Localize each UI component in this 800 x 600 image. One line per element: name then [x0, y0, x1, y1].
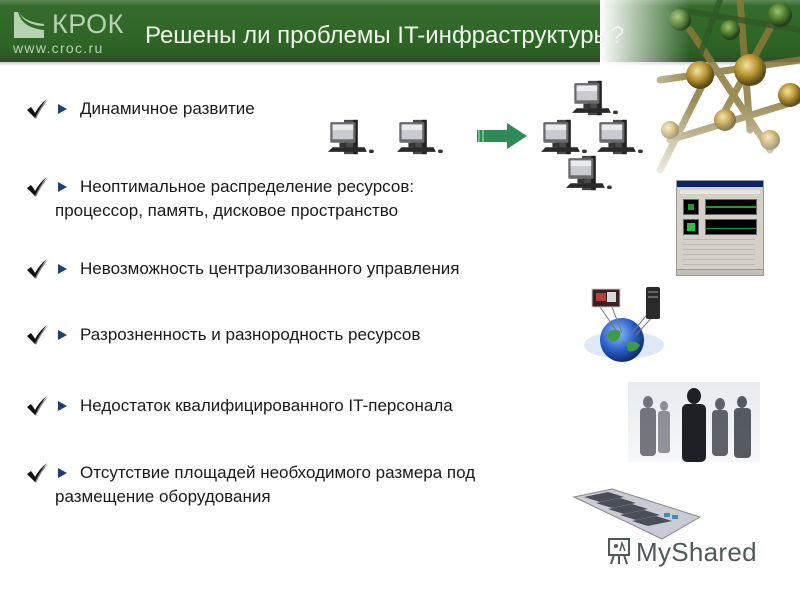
croc-logo-mark-icon	[14, 12, 44, 38]
computer-icon	[566, 155, 612, 191]
slide-title: Решены ли проблемы IT-инфраструктуры?	[145, 22, 625, 49]
checkmark-icon	[27, 325, 48, 345]
computer-icon	[572, 80, 618, 116]
myshared-logo-icon	[608, 538, 630, 565]
myshared-watermark: MyShared	[636, 537, 757, 567]
computer-network-illustration	[325, 115, 665, 190]
computer-icon	[397, 119, 443, 155]
bullet-text: Динамичное развитие	[80, 99, 255, 118]
computer-icon	[597, 119, 643, 155]
green-arrow-icon	[477, 123, 527, 149]
molecule-decoration-image	[600, 0, 800, 200]
computer-icon	[541, 119, 587, 155]
computer-icon	[328, 119, 374, 155]
bullet-text: Невозможность централизованного управлен…	[80, 259, 460, 278]
header-shadow	[0, 58, 800, 66]
triangle-bullet-icon	[58, 468, 67, 478]
checkmark-icon	[27, 463, 48, 483]
globe-network-illustration	[582, 285, 672, 365]
bullet-text: Разрозненность и разнородность ресурсов	[80, 325, 421, 344]
logo-text: КРОК	[52, 9, 124, 39]
bullet-text: Неоптимальное распределение ресурсов:	[80, 177, 415, 196]
bullet-text-continued: процессор, память, дисковое пространство	[55, 201, 399, 220]
croc-logo: КРОК www.croc.ru	[12, 8, 132, 58]
task-manager-screenshot	[676, 180, 764, 276]
logo-url: www.croc.ru	[13, 40, 104, 56]
business-people-photo	[628, 382, 760, 462]
checkmark-icon	[27, 259, 48, 279]
checkmark-icon	[27, 99, 48, 119]
bullet-text: Недостаток квалифицированного IT-персона…	[80, 396, 453, 415]
triangle-bullet-icon	[58, 264, 67, 274]
checkmark-icon	[27, 396, 48, 416]
bullet-text: Отсутствие площадей необходимого размера…	[80, 463, 476, 482]
triangle-bullet-icon	[58, 182, 67, 192]
triangle-bullet-icon	[58, 401, 67, 411]
checkmark-icon	[27, 177, 48, 197]
triangle-bullet-icon	[58, 330, 67, 340]
triangle-bullet-icon	[58, 104, 67, 114]
server-equipment-illustration	[572, 487, 702, 542]
bullet-text-continued: размещение оборудования	[55, 487, 271, 506]
